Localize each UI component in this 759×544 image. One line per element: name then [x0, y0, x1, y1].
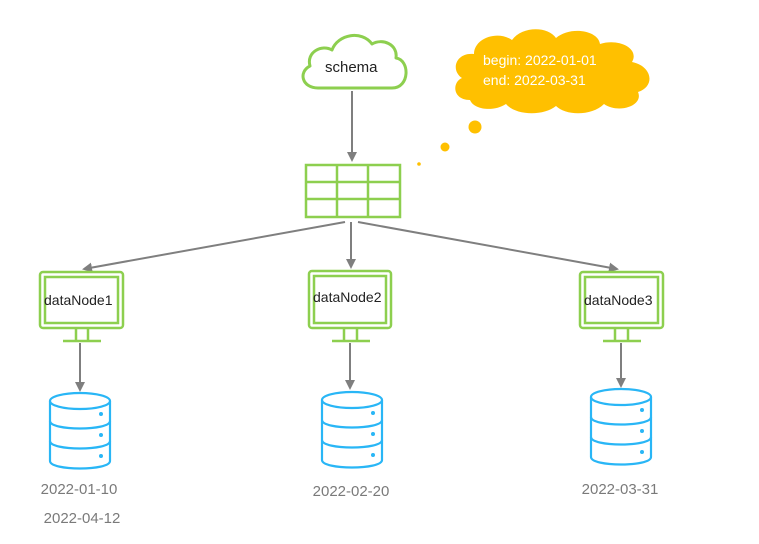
bubble-end-line: end: 2022-03-31: [483, 72, 586, 88]
datanode2-date-1: 2022-02-20: [312, 483, 390, 500]
database-icon-datanode1: [48, 391, 112, 470]
thought-dot-small: [417, 162, 421, 166]
bubble-begin-line: begin: 2022-01-01: [483, 52, 597, 68]
monitor-icon-datanode3: [578, 270, 665, 343]
thought-dot-large: [468, 120, 482, 134]
monitor-icon-datanode1: [38, 270, 125, 343]
datanode1-label: dataNode1: [44, 292, 113, 308]
datanode2-label: dataNode2: [313, 289, 382, 305]
datanode1-date-2: 2022-04-12: [43, 510, 121, 527]
table-grid-icon: [304, 163, 402, 219]
database-icon-datanode2: [320, 390, 384, 469]
thought-bubble-icon: [455, 29, 650, 114]
datanode3-date-1: 2022-03-31: [581, 481, 659, 498]
datanode1-date-1: 2022-01-10: [40, 481, 118, 498]
arrow-table-to-datanode3: [357, 221, 619, 273]
database-icon-datanode3: [589, 387, 653, 466]
schema-label: schema: [325, 59, 378, 76]
thought-dot-medium: [440, 142, 450, 152]
monitor-icon-datanode2: [307, 269, 393, 343]
datanode3-label: dataNode3: [584, 292, 653, 308]
cloud-icon: [301, 34, 408, 90]
arrow-table-to-datanode1: [82, 221, 346, 273]
